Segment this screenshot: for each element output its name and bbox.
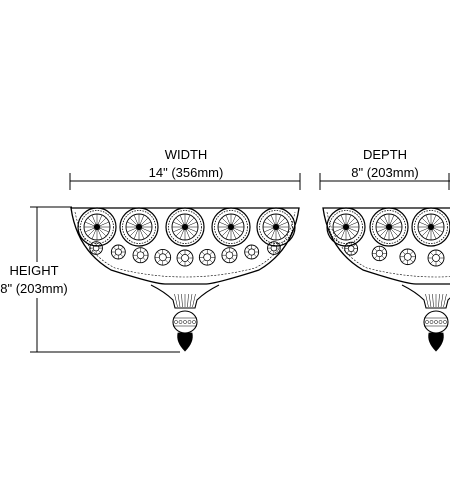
medallion <box>211 207 251 247</box>
finial-ball <box>172 310 198 334</box>
scroll-ornament <box>110 244 126 260</box>
depth-label: DEPTH <box>363 147 407 162</box>
finial-tip <box>428 332 444 352</box>
scroll-ornament <box>344 241 359 256</box>
medallion <box>77 207 117 247</box>
bowl-outline <box>70 207 300 285</box>
finial-ball <box>423 310 449 334</box>
front-view-fixture <box>70 207 300 352</box>
scroll-ornament <box>371 245 388 262</box>
finial-tip <box>177 332 193 352</box>
width-value: 14" (356mm) <box>149 165 224 180</box>
width-label: WIDTH <box>165 147 208 162</box>
scroll-ornament <box>399 248 416 266</box>
depth-value: 8" (203mm) <box>351 165 418 180</box>
depth-dimension-line <box>319 173 450 190</box>
medallion <box>256 207 296 247</box>
medallion <box>369 207 409 247</box>
height-label: HEIGHT <box>9 263 58 278</box>
side-view-fixture <box>322 207 450 352</box>
height-value: 8" (203mm) <box>0 281 67 296</box>
bowl-outline <box>322 207 450 285</box>
stem-collar <box>401 284 450 309</box>
bowl-inner-edge <box>74 211 296 278</box>
scroll-ornament <box>198 248 216 266</box>
medallion <box>119 207 159 247</box>
scroll-ornament <box>154 248 172 266</box>
medallion <box>326 207 366 247</box>
scroll-ornament <box>244 244 260 260</box>
scroll-ornament <box>221 247 238 264</box>
width-dimension-line <box>69 173 301 190</box>
scroll-ornament <box>427 249 445 267</box>
scroll-ornament <box>89 241 103 255</box>
medallion <box>165 207 205 247</box>
stem-collar <box>150 284 220 309</box>
scroll-ornament <box>132 247 149 264</box>
medallion <box>411 207 450 247</box>
height-dimension-line <box>30 206 180 353</box>
scroll-ornament <box>176 249 194 267</box>
bowl-inner-edge <box>326 211 450 278</box>
